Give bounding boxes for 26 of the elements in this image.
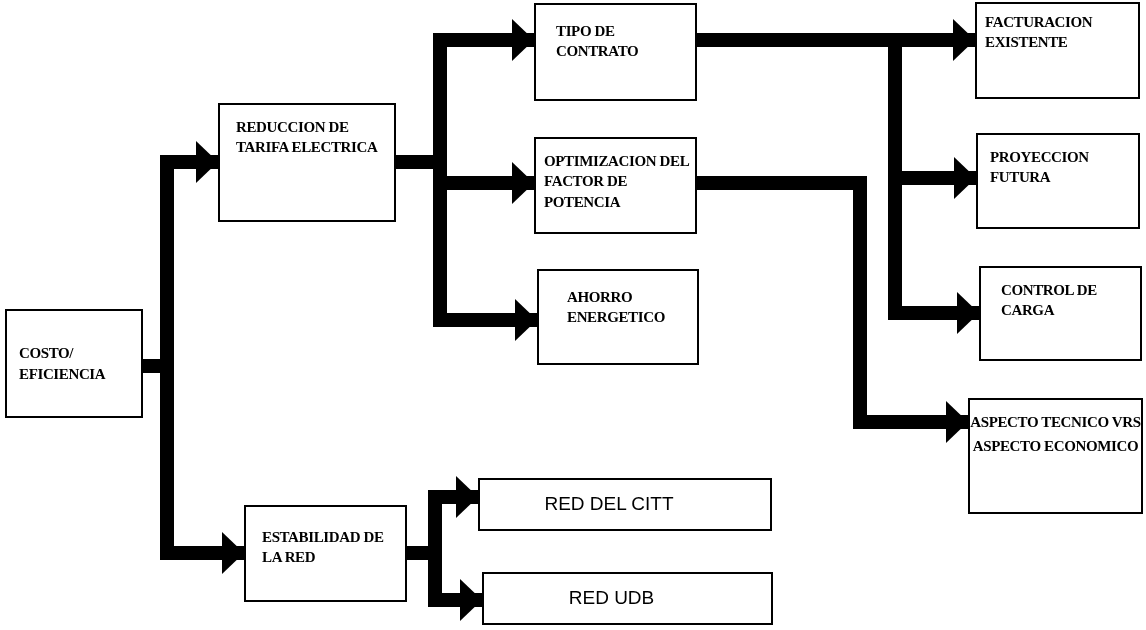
box-label: ASPECTO ECONOMICO xyxy=(972,437,1139,457)
process-box xyxy=(537,269,699,365)
process-box xyxy=(218,103,396,222)
process-box xyxy=(976,133,1140,229)
process-box xyxy=(5,309,143,418)
box-label: ESTABILIDAD DE LA RED xyxy=(262,528,385,568)
box-label: AHORRO ENERGETICO xyxy=(567,288,666,328)
process-box xyxy=(968,398,1143,514)
process-box xyxy=(534,3,697,101)
arrow xyxy=(697,176,968,443)
box-label: OPTIMIZACION DEL FACTOR DE POTENCIA xyxy=(544,152,690,212)
box-label: ASPECTO TECNICO VRS xyxy=(970,413,1141,432)
box-label: TIPO DE CONTRATO xyxy=(556,22,640,62)
box-label: PROYECCION FUTURA xyxy=(990,148,1090,188)
process-box xyxy=(482,572,773,625)
box-label: REDUCCION DE TARIFA ELECTRICA xyxy=(236,118,379,158)
process-box xyxy=(975,2,1140,99)
box-label: FACTURACION EXISTENTE xyxy=(985,13,1094,53)
process-box xyxy=(244,505,407,602)
box-label: CONTROL DE CARGA xyxy=(1001,281,1098,321)
box-label: RED UDB xyxy=(568,586,655,611)
box-label: RED DEL CITT xyxy=(544,492,674,517)
process-box xyxy=(979,266,1142,361)
process-box xyxy=(534,137,697,234)
process-box xyxy=(478,478,772,531)
box-label: COSTO/ EFICIENCIA xyxy=(19,344,107,384)
